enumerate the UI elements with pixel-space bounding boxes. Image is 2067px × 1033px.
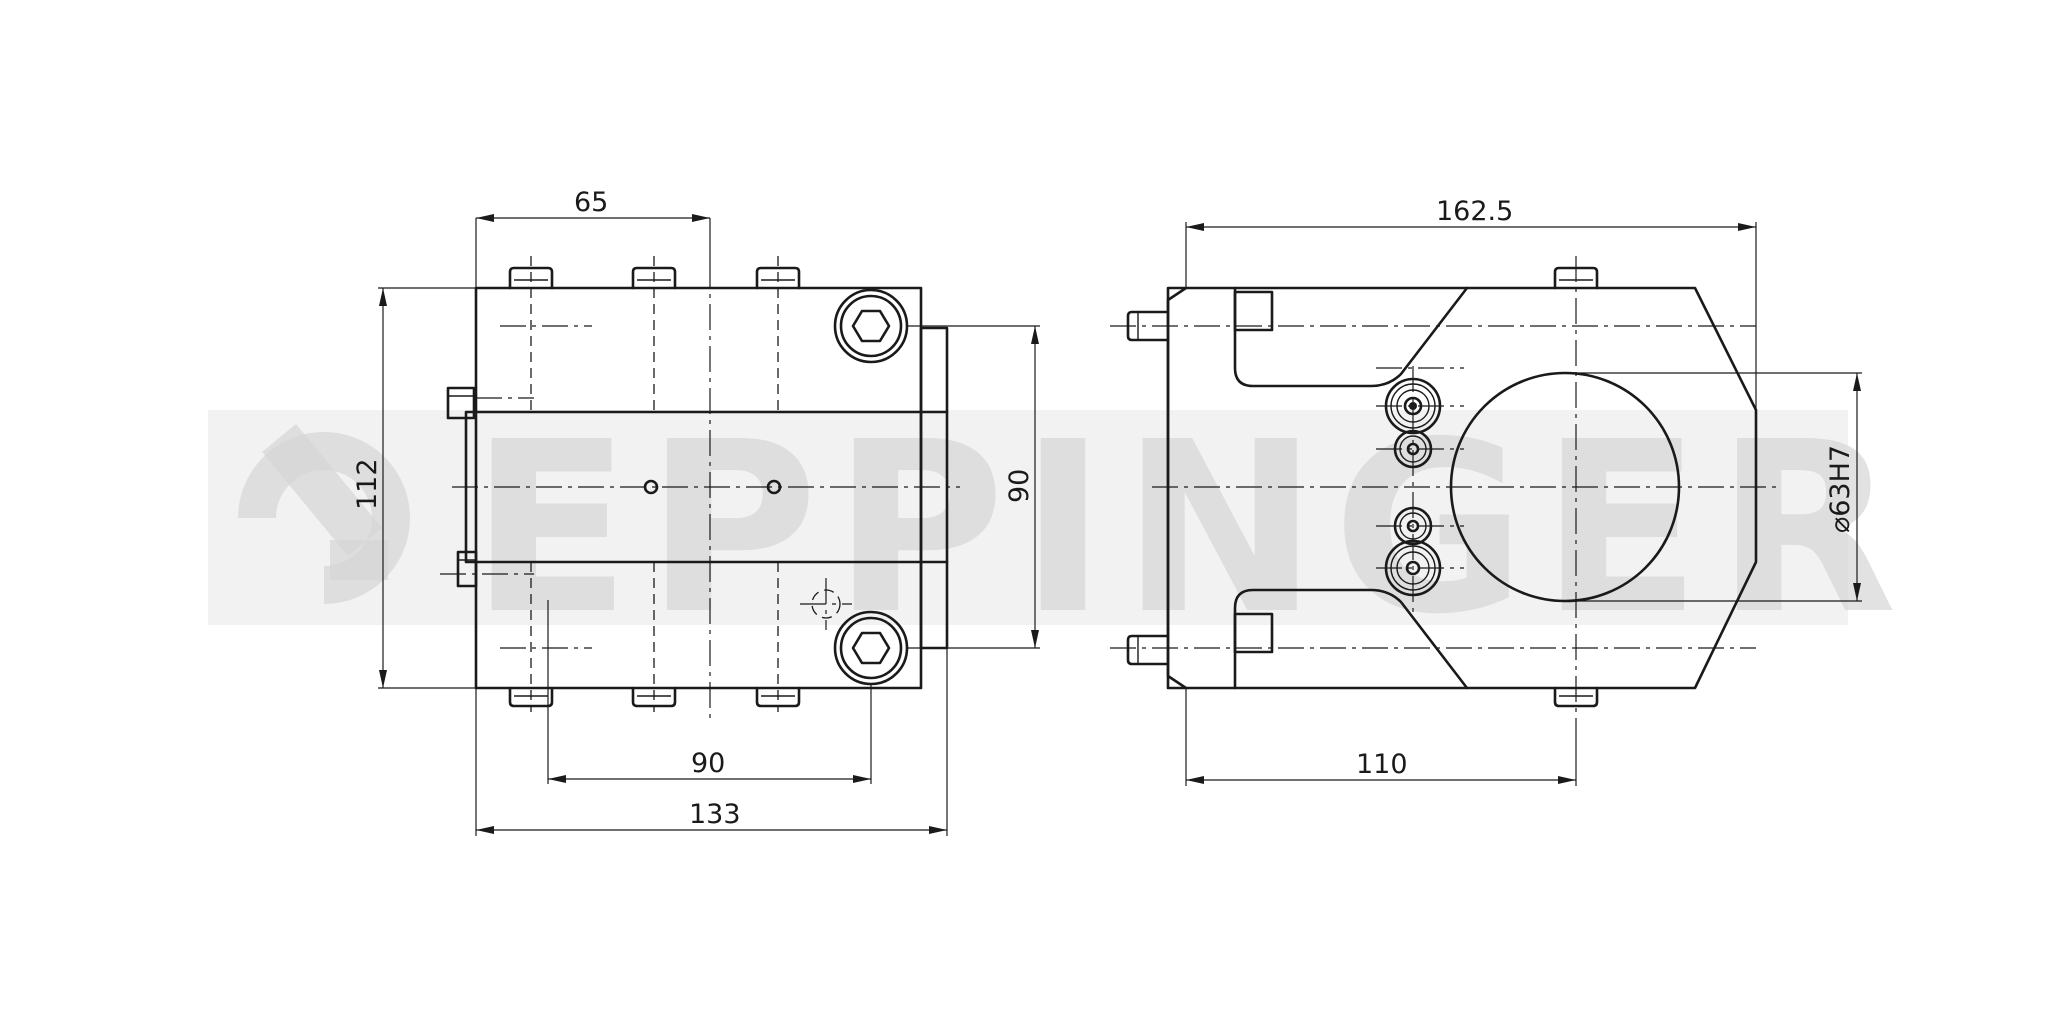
dim-90-vertical-label: 90 bbox=[1004, 469, 1035, 503]
side-lower-pocket bbox=[1233, 588, 1469, 690]
dim-162-5: 162.5 bbox=[1185, 196, 1757, 410]
front-left-pin-top bbox=[446, 386, 476, 420]
front-view: 65 112 90 90 bbox=[352, 187, 1040, 836]
watermark-band bbox=[208, 410, 1848, 625]
dim-90-vertical: 90 bbox=[907, 325, 1040, 649]
dim-133: 133 bbox=[475, 648, 948, 836]
side-lower-insert bbox=[1233, 612, 1274, 654]
front-screw-top bbox=[833, 288, 909, 364]
dim-90-horizontal: 90 bbox=[547, 600, 872, 784]
dim-112-label: 112 bbox=[352, 458, 383, 510]
dim-90-horizontal-label: 90 bbox=[691, 748, 725, 779]
watermark-text: EPPINGER bbox=[470, 391, 1911, 666]
eppinger-logo-icon bbox=[238, 424, 410, 604]
side-body-outline bbox=[1166, 286, 1758, 690]
dim-110-label: 110 bbox=[1356, 749, 1408, 780]
side-left-edge bbox=[1166, 286, 1188, 690]
front-left-pin-bottom bbox=[456, 550, 478, 588]
side-upper-pocket bbox=[1233, 286, 1469, 388]
front-hidden-hole bbox=[800, 578, 852, 630]
dim-133-label: 133 bbox=[689, 799, 741, 830]
side-left-pin-bottom bbox=[1126, 634, 1170, 666]
dim-bore: ⌀63H7 bbox=[1565, 372, 1862, 602]
dim-65-label: 65 bbox=[574, 187, 608, 218]
dim-bore-label: ⌀63H7 bbox=[1825, 445, 1856, 533]
side-view: 162.5 ⌀63H7 110 bbox=[1110, 196, 1862, 786]
watermark: EPPINGER bbox=[208, 391, 1911, 666]
dim-162-5-label: 162.5 bbox=[1436, 196, 1513, 227]
dim-112: 112 bbox=[352, 287, 476, 689]
dim-110: 110 bbox=[1185, 688, 1577, 786]
side-upper-insert bbox=[1233, 290, 1274, 332]
dim-65: 65 bbox=[475, 187, 711, 288]
